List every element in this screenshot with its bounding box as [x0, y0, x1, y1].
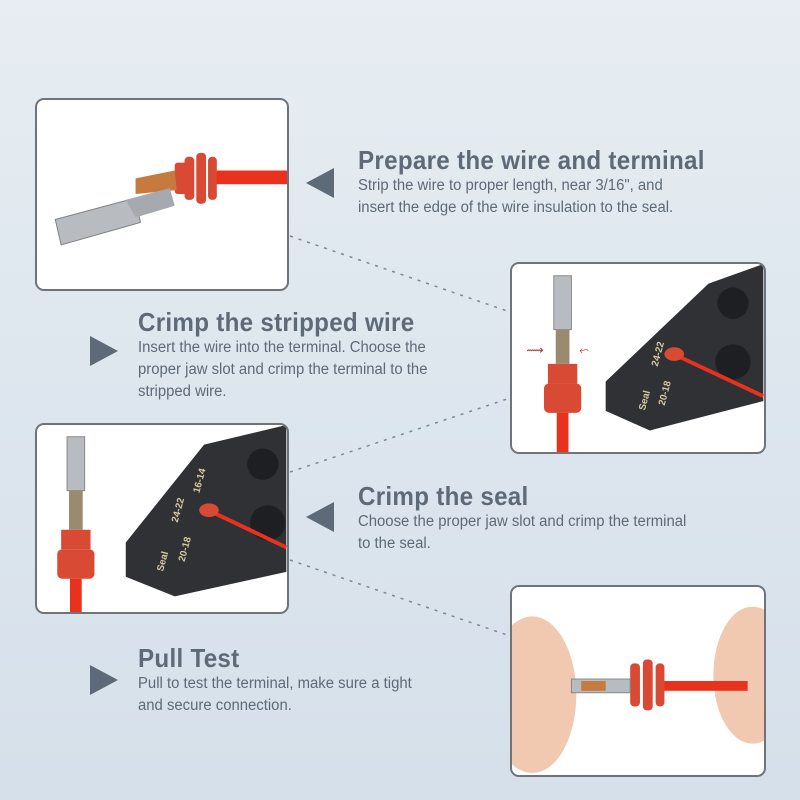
pointer-arrow-left-icon: [306, 502, 334, 532]
photo-pull-test: [510, 585, 766, 777]
step-title: Crimp the seal: [358, 481, 529, 511]
step-crimp-stripped-wire: Crimp the stripped wire Insert the wire …: [138, 307, 440, 403]
step-desc-line: Choose the proper jaw slot and crimp the…: [358, 513, 687, 530]
svg-text:⟿: ⟿: [526, 344, 543, 357]
step-title: Prepare the wire and terminal: [358, 145, 705, 175]
step-desc-line: stripped wire.: [138, 383, 227, 400]
photo-crimp-wire: 24-22 20-18 Seal ⟿⬿: [510, 262, 766, 454]
pointer-arrow-right-icon: [90, 336, 118, 366]
photo-crimp-seal: 24-22 16-14 20-18 Seal: [35, 423, 289, 614]
step-desc-line: insert the edge of the wire insulation t…: [358, 199, 674, 216]
pointer-arrow-right-icon: [90, 665, 118, 695]
step-desc-line: Insert the wire into the terminal. Choos…: [138, 339, 426, 356]
step-desc-line: Pull to test the terminal, make sure a t…: [138, 675, 412, 692]
step-desc-line: and secure connection.: [138, 697, 292, 714]
step-desc-line: proper jaw slot and crimp the terminal t…: [138, 361, 428, 378]
pointer-arrow-left-icon: [306, 168, 334, 198]
connector-line-3: [289, 559, 511, 637]
step-desc-line: to the seal.: [358, 535, 431, 552]
svg-text:⬿: ⬿: [579, 344, 589, 357]
step-prepare-wire: Prepare the wire and terminal Strip the …: [358, 145, 731, 219]
connector-line-2: [289, 397, 511, 473]
jaw-label-seal: Seal: [155, 550, 171, 573]
step-title: Pull Test: [138, 643, 240, 673]
step-desc-line: Strip the wire to proper length, near 3/…: [358, 177, 663, 194]
step-title: Crimp the stripped wire: [138, 307, 415, 337]
photo-prepare-wire: [35, 98, 289, 291]
step-pull-test: Pull Test Pull to test the terminal, mak…: [138, 643, 423, 717]
step-crimp-seal: Crimp the seal Choose the proper jaw slo…: [358, 481, 700, 555]
connector-line-1: [289, 235, 511, 313]
jaw-label-seal: Seal: [637, 389, 653, 412]
